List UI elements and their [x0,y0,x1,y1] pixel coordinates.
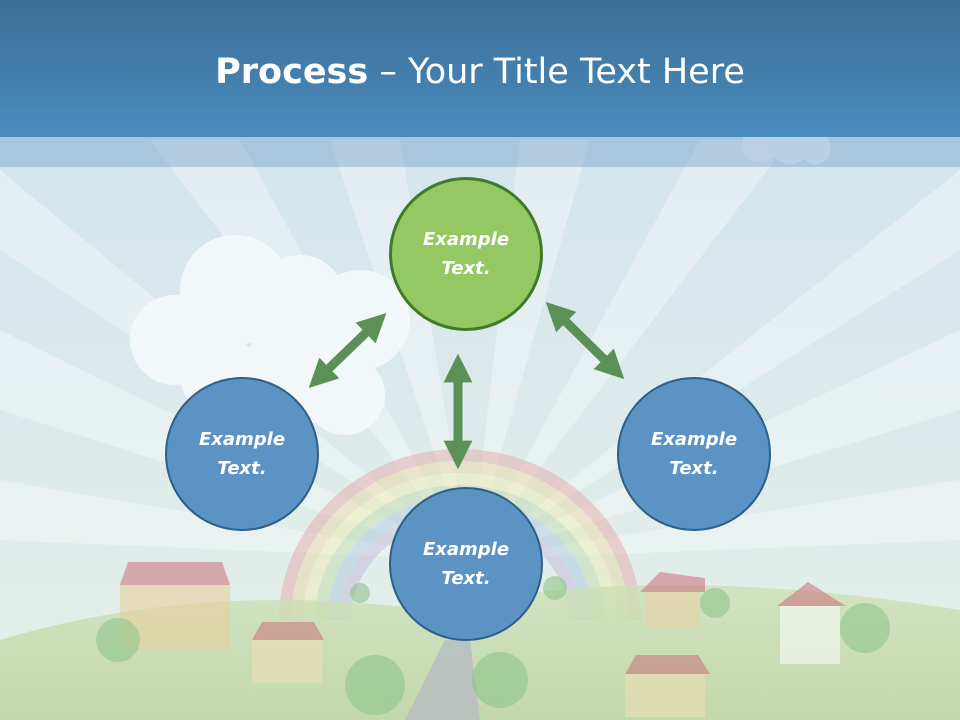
title-bold: Process [215,52,369,92]
node-left-line1: Example [198,429,286,450]
node-top-line2: Text. [441,258,491,279]
node-top-line1: Example [422,229,510,250]
title-rest: – Your Title Text Here [368,52,745,92]
arrow-top-right [545,301,625,380]
title-band [0,137,960,167]
node-left-line2: Text. [217,458,267,479]
node-right-line1: Example [650,429,738,450]
node-bottom-line1: Example [422,539,510,560]
title-bar [0,0,960,137]
node-bottom-line2: Text. [441,568,491,589]
slide-title: Process – Your Title Text Here [0,52,960,92]
node-right-line2: Text. [669,458,719,479]
arrow-top-left [308,313,387,388]
